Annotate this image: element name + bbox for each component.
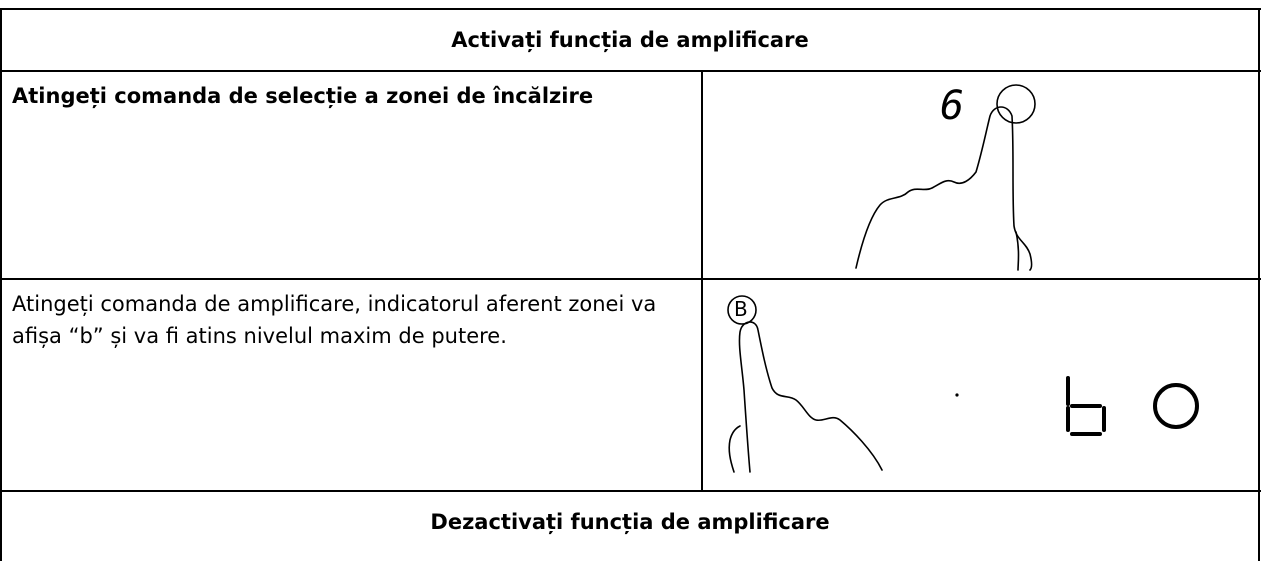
boost-b-button-icon xyxy=(727,295,757,325)
stray-dot xyxy=(955,393,959,397)
table-border-right xyxy=(1258,8,1260,561)
pointing-hand-icon xyxy=(855,106,1033,271)
digit-six-display: 6 xyxy=(940,83,965,129)
instruction-boost: Atingeți comanda de amplificare, indicat… xyxy=(12,292,657,348)
zone-select-ring-icon xyxy=(996,84,1036,124)
section-heading-deactivate: Dezactivați funcția de amplificare xyxy=(430,510,830,534)
zone-ring-icon xyxy=(1153,383,1199,429)
pointing-hand-icon xyxy=(728,321,883,473)
table-row-divider xyxy=(0,278,1261,280)
boost-button-label: B xyxy=(734,297,748,321)
table-column-divider xyxy=(701,70,703,492)
table-row-divider xyxy=(0,70,1261,72)
section-heading-activate: Activați funcția de amplificare xyxy=(451,28,809,52)
segment-b-display-shape xyxy=(1066,376,1106,436)
table-row-divider xyxy=(0,490,1261,492)
table-border-top xyxy=(0,8,1261,10)
instruction-select-zone: Atingeți comanda de selecție a zonei de … xyxy=(12,84,594,108)
table-border-left xyxy=(0,8,2,561)
